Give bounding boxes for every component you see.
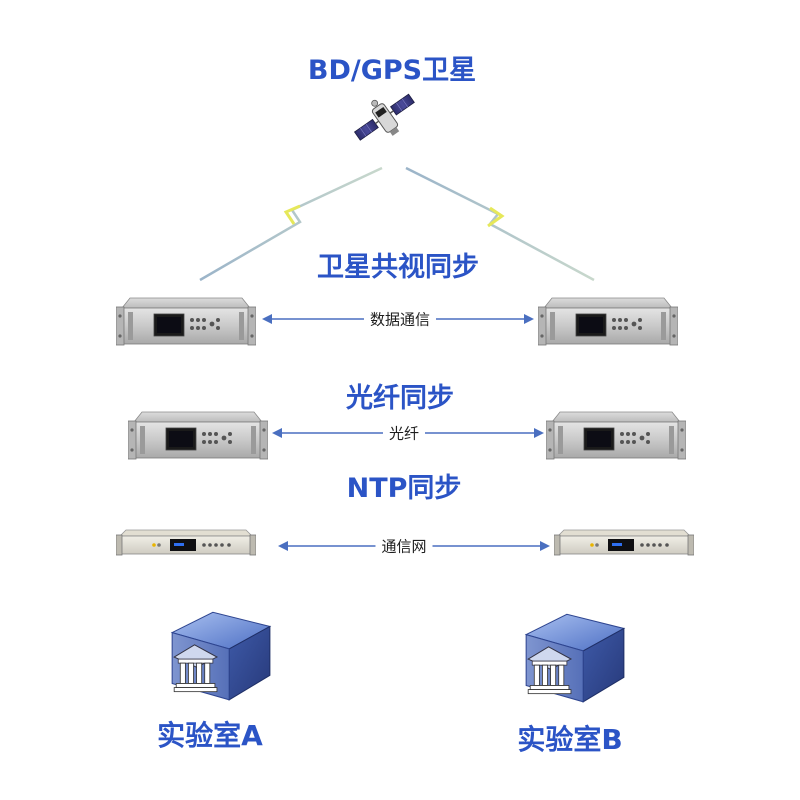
laboratory-building-icon [518,606,630,708]
rack-server-1u-icon [554,526,694,558]
lab-a-label: 实验室A [157,719,263,752]
link-label-common-view: 数据通信 [363,308,437,330]
link-label-fiber: 光纤 [382,422,426,444]
rack-server-2u-icon [546,404,686,464]
satellite-title: BD/GPS卫星 [307,55,477,86]
satellite-icon [350,86,420,150]
signal-beam-left [196,166,386,284]
laboratory-building-icon [164,604,276,706]
rack-server-1u-icon [116,526,256,558]
section-title-common-view: 卫星共视同步 [317,252,479,283]
rack-server-2u-icon [128,404,268,464]
signal-beam-right [402,166,598,284]
lab-b-label: 实验室B [517,723,623,756]
link-label-ntp: 通信网 [375,535,433,557]
rack-server-2u-icon [538,290,678,350]
rack-server-2u-icon [116,290,256,350]
section-title-ntp: NTP同步 [346,473,462,504]
section-title-fiber: 光纤同步 [346,383,454,414]
